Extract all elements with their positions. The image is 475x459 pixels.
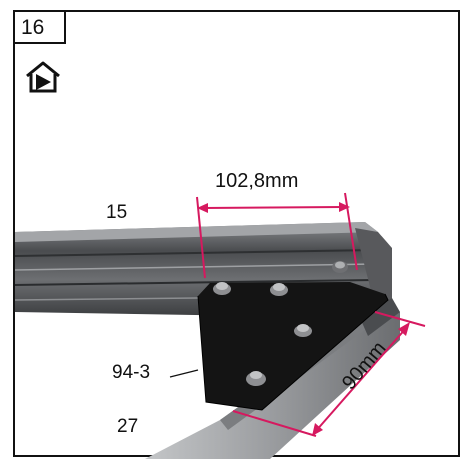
bolt bbox=[213, 282, 231, 295]
step-number: 16 bbox=[21, 16, 45, 39]
width-arrow-left bbox=[197, 203, 208, 213]
width-dimension-line bbox=[202, 206, 345, 209]
bolt bbox=[294, 324, 312, 337]
mounting-plate bbox=[197, 282, 389, 411]
depth-dimension-line bbox=[314, 326, 408, 433]
depth-arrow-top bbox=[398, 322, 410, 336]
leader-lines bbox=[169, 369, 199, 378]
part-label-plate: 94-3 bbox=[112, 362, 151, 383]
width-arrow-right bbox=[339, 202, 350, 212]
house-arrow-icon bbox=[26, 61, 60, 93]
part-label-rail-top: 15 bbox=[106, 202, 128, 223]
part-label-rail-bottom: 27 bbox=[117, 416, 139, 437]
bolt bbox=[270, 283, 288, 296]
depth-arrow-bottom bbox=[312, 423, 323, 436]
depth-extension-bottom bbox=[232, 410, 317, 437]
bolts bbox=[213, 261, 348, 386]
dimension-label-width: 102,8mm bbox=[215, 170, 299, 192]
step-number-box: 16 bbox=[13, 10, 66, 44]
depth-extension-top bbox=[374, 311, 426, 327]
dimension-lines bbox=[196, 192, 426, 437]
bolt bbox=[246, 371, 266, 386]
width-extension-left bbox=[196, 196, 206, 279]
bolt bbox=[332, 261, 348, 273]
